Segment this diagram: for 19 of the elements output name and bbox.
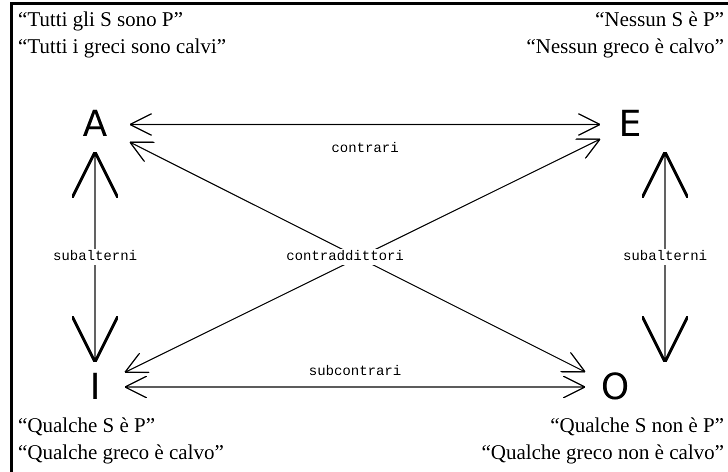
double-arrow [124, 375, 586, 399]
proposition-text: “Tutti gli S sono P” [18, 6, 183, 32]
edge-label: subalterni [621, 249, 709, 265]
double-arrow [640, 150, 690, 364]
proposition-text: “Qualche S è P” [18, 412, 156, 438]
proposition-text: “Tutti i greci sono calvi” [18, 33, 226, 59]
proposition-text: “Nessun greco è calvo” [526, 33, 724, 59]
proposition-text: “Qualche S non è P” [550, 412, 724, 438]
proposition-letter: O [600, 366, 630, 408]
double-arrow [70, 150, 120, 364]
proposition-letter: E [618, 104, 642, 145]
proposition-letter: A [82, 104, 108, 145]
double-arrow [129, 112, 601, 136]
proposition-text: “Nessun S è P” [595, 6, 724, 32]
proposition-text: “Qualche greco è calvo” [18, 439, 224, 465]
proposition-text: “Qualche greco non è calvo” [481, 439, 724, 465]
proposition-letter: I [90, 366, 100, 408]
diagonal-label: contraddittori [284, 249, 406, 265]
edge-label: subalterni [51, 249, 139, 265]
